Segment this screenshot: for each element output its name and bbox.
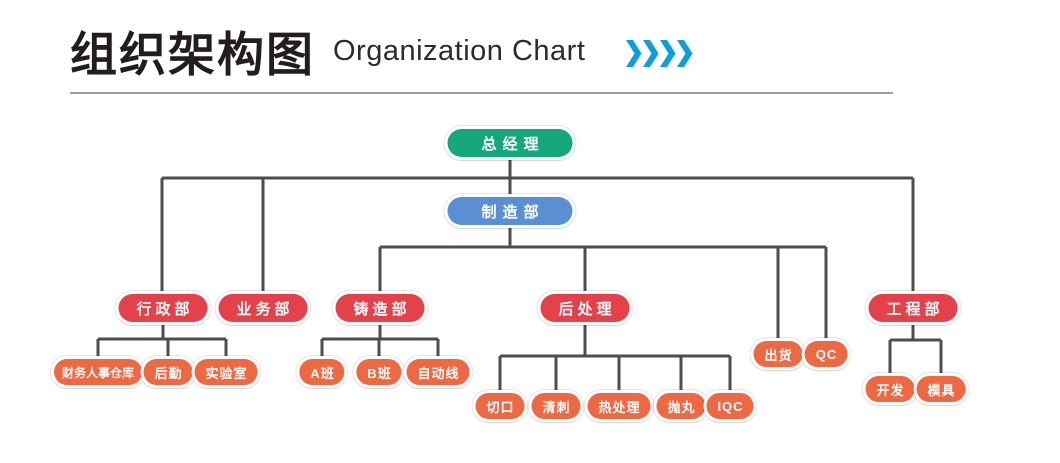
node-class-b: B班 <box>356 359 402 385</box>
node-finance-hr-warehouse: 财务人事仓库 <box>53 359 143 385</box>
page-title: 组织架构图 <box>70 28 315 81</box>
node-post-processing-dept: 后处理 <box>540 294 630 322</box>
node-shipping: 出货 <box>753 341 803 367</box>
node-class-a: A班 <box>299 359 345 385</box>
node-laboratory: 实验室 <box>194 359 258 385</box>
header-divider <box>70 92 893 94</box>
chevron-arrows-icon <box>626 40 694 72</box>
page-subtitle: Organization Chart <box>333 35 586 67</box>
node-mold: 模具 <box>916 376 966 402</box>
node-automatic-line: 自动线 <box>406 359 470 385</box>
node-casting-dept: 铸造部 <box>335 294 425 322</box>
node-development: 开发 <box>865 376 915 402</box>
node-admin-dept: 行政部 <box>118 294 208 322</box>
node-iqc: IQC <box>706 393 754 419</box>
node-deburring: 清刺 <box>531 393 581 419</box>
node-general-manager: 总经理 <box>447 129 573 157</box>
node-logistics: 后勤 <box>143 359 193 385</box>
node-cutting: 切口 <box>475 393 525 419</box>
node-engineering-dept: 工程部 <box>868 294 958 322</box>
node-business-dept: 业务部 <box>218 294 308 322</box>
node-qc: QC <box>804 341 848 367</box>
node-manufacturing-dept: 制造部 <box>447 197 573 225</box>
node-heat-treatment: 热处理 <box>587 393 651 419</box>
node-shot-blasting: 抛丸 <box>656 393 706 419</box>
